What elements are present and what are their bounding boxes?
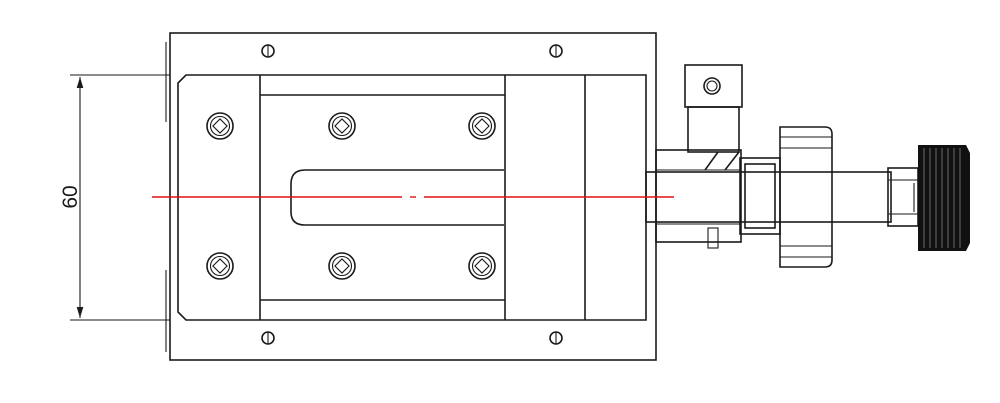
dimension-label: 60 [59,185,82,208]
screw-bottom-left [261,331,275,345]
knurled-knob [918,145,970,251]
center-slot [290,169,504,226]
coupling [739,126,833,268]
screw-top-right [549,44,563,58]
screw-bottom-right [549,331,563,345]
mounting-bolts [206,112,496,280]
dimension-60: 60 [59,74,170,321]
lock-clamp [684,64,743,249]
screw-top-left [261,44,275,58]
drive-housing [655,149,742,243]
plate-screws [261,44,563,345]
shaft-collar [887,167,919,227]
carriage [177,74,647,321]
lead-screw [645,171,892,223]
